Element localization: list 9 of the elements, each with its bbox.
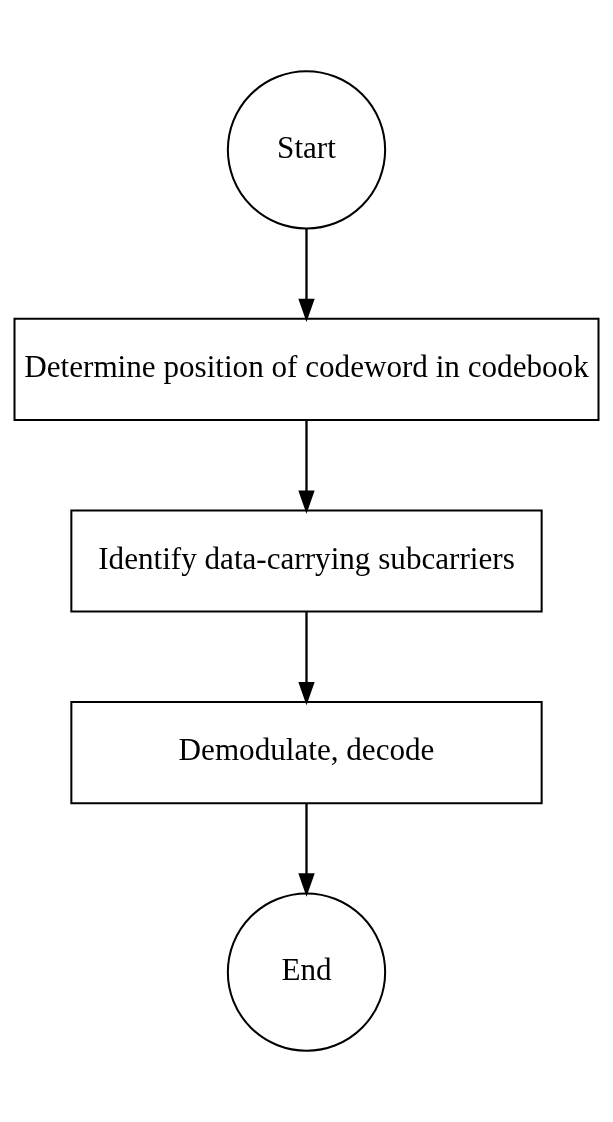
node-box: Demodulate, decode — [70, 700, 543, 805]
node-circle: Start — [226, 70, 387, 230]
arrow — [298, 803, 315, 897]
node-box: Identify data-carrying subcarriers — [70, 509, 543, 613]
arrow — [298, 612, 315, 706]
node-circle: End — [226, 892, 387, 1052]
arrow — [298, 228, 315, 323]
arrow — [298, 420, 315, 514]
node-box: Determine position of codeword in codebook — [13, 317, 600, 422]
